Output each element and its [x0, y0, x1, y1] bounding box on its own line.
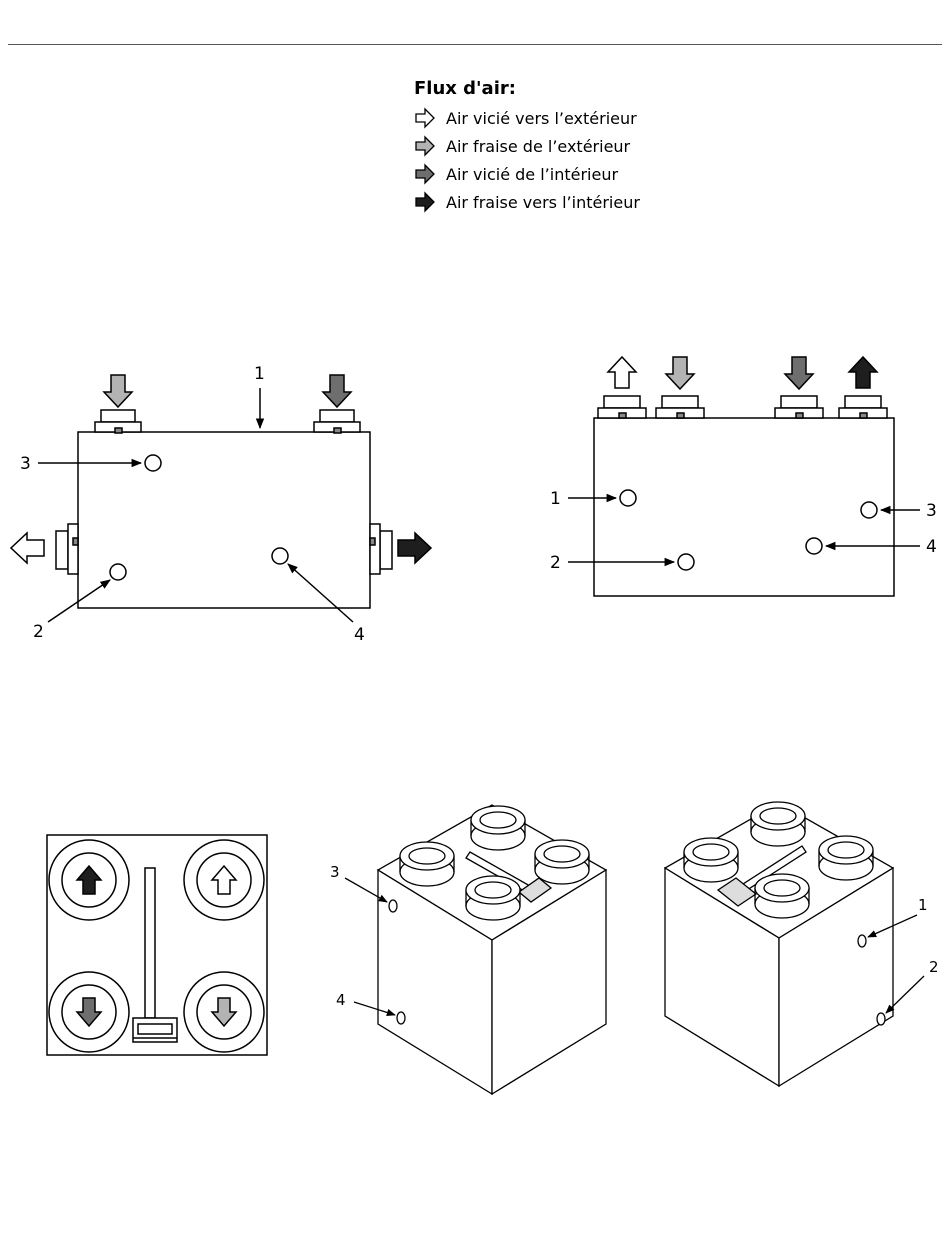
- duct-connector: [314, 410, 360, 433]
- port-2: [877, 1013, 885, 1025]
- duct-connector: [656, 396, 704, 418]
- isometric-view-left: [345, 805, 606, 1094]
- arrow-down-darkgrey-icon: [785, 357, 813, 389]
- duct-connector: [56, 524, 78, 574]
- port-4: [397, 1012, 405, 1024]
- port-3: [145, 455, 161, 471]
- port-4: [272, 548, 288, 564]
- arrow-up-white-icon: [608, 357, 636, 388]
- front-view-right: [568, 357, 920, 596]
- duct-collar: [684, 838, 738, 882]
- duct-collar: [751, 802, 805, 846]
- callout-label: 1: [254, 364, 265, 384]
- arrow-up-black-icon: [849, 357, 877, 388]
- arrow-down-lightgrey-icon: [104, 375, 132, 407]
- isometric-view-right: [665, 802, 924, 1086]
- port-2: [110, 564, 126, 580]
- port-4: [806, 538, 822, 554]
- arrow-down-lightgrey-icon: [666, 357, 694, 389]
- duct-connector: [839, 396, 887, 418]
- callout-label: 4: [336, 991, 346, 1009]
- duct-collar: [466, 876, 520, 920]
- duct-collar: [755, 874, 809, 918]
- port-1: [858, 935, 866, 947]
- port-1: [620, 490, 636, 506]
- callout-label: 3: [926, 501, 937, 521]
- duct-connector: [370, 524, 392, 574]
- top-view: [47, 835, 267, 1055]
- callout-label: 4: [354, 625, 365, 645]
- callout-label: 2: [550, 553, 561, 573]
- callout-label: 4: [926, 537, 937, 557]
- front-view-left: [11, 375, 431, 622]
- callout-label: 2: [33, 622, 44, 642]
- duct-collar: [471, 806, 525, 850]
- callout-label: 3: [20, 454, 31, 474]
- duct-connector: [95, 410, 141, 433]
- arrow-right-black-icon: [398, 533, 431, 563]
- callout-label: 2: [929, 958, 939, 976]
- duct-connector: [598, 396, 646, 418]
- callout-label: 1: [550, 489, 561, 509]
- duct-connector: [775, 396, 823, 418]
- arrow-down-darkgrey-icon: [323, 375, 351, 407]
- port-3: [389, 900, 397, 912]
- arrow-left-white-icon: [11, 533, 44, 563]
- duct-collar: [400, 842, 454, 886]
- duct-collar: [535, 840, 589, 884]
- port-2: [678, 554, 694, 570]
- callout-label: 1: [918, 896, 928, 914]
- port-3: [861, 502, 877, 518]
- duct-collar: [819, 836, 873, 880]
- callout-label: 3: [330, 863, 340, 881]
